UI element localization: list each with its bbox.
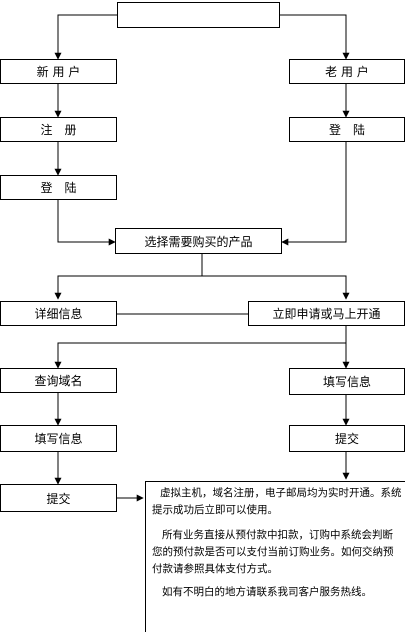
submit-right-box: 提交 [289, 425, 405, 452]
arrow-to-query-domain [54, 342, 346, 369]
note-paragraph-1: 虚拟主机，域名注册，电子邮局均为实时开通。系统提示成功后立即可以使用。 [152, 487, 402, 516]
arrow-to-apply [202, 275, 350, 300]
login-right-box: 登 陆 [289, 117, 405, 142]
apply-now-box: 立即申请或马上开通 [248, 301, 405, 326]
info-note-box: 虚拟主机，域名注册，电子邮局均为实时开通。系统提示成功后立即可以使用。 所有业务… [145, 481, 405, 632]
top-box [117, 2, 280, 28]
arrow-login-to-select [57, 200, 116, 246]
new-user-box: 新 用 户 [0, 59, 117, 84]
arrow-login-to-select-right [281, 142, 347, 246]
details-box: 详细信息 [0, 301, 117, 326]
login-left-box: 登 陆 [0, 175, 117, 200]
arrow-top-to-old-user [280, 14, 350, 60]
arrow-to-details [54, 275, 202, 300]
fill-info-right-box: 填写信息 [289, 368, 405, 395]
note-paragraph-3: 如有不明白的地方请联系我司客户服务热线。 [162, 586, 372, 598]
submit-left-box: 提交 [0, 484, 117, 512]
register-box: 注 册 [0, 117, 117, 142]
old-user-box: 老 用 户 [289, 59, 405, 84]
arrow-top-to-new-user [54, 14, 117, 60]
query-domain-box: 查询域名 [0, 368, 117, 393]
fill-info-left-box: 填写信息 [0, 425, 117, 452]
note-paragraph-2: 所有业务直接从预付款中扣款，订购中系统会判断您的预付款是否可以支付当前订购业务。… [152, 529, 394, 575]
select-product-box: 选择需要购买的产品 [115, 228, 282, 254]
